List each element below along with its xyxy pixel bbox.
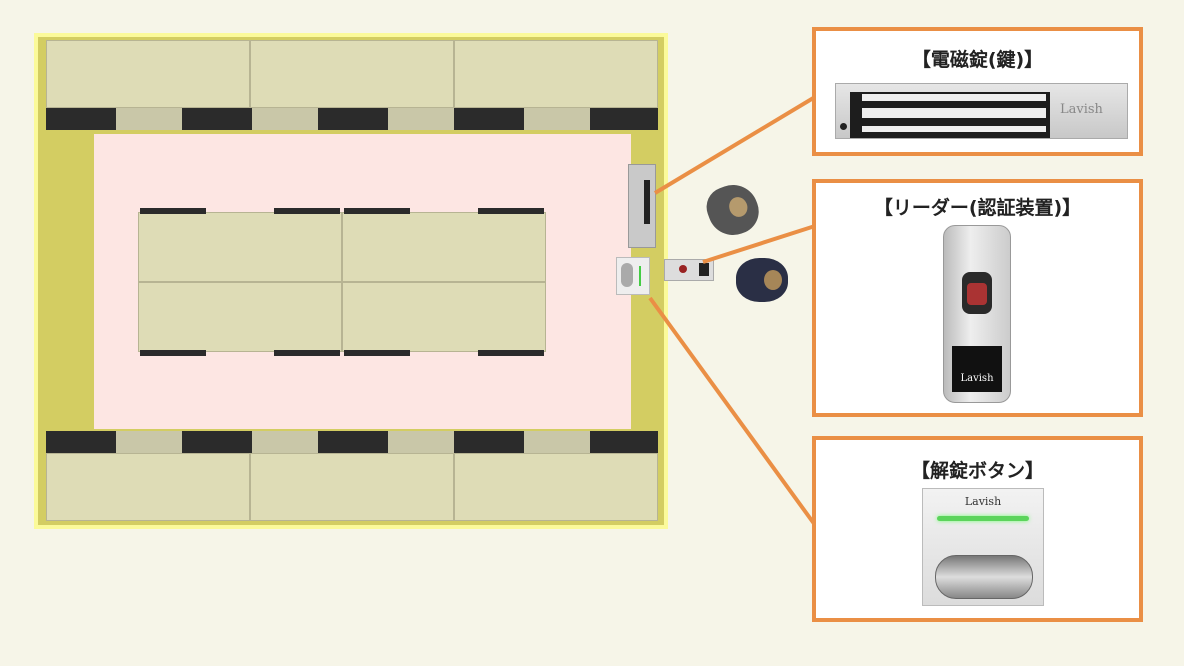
chair [344, 350, 410, 356]
brand-label: Lavish [952, 346, 1002, 392]
reader-on-wall [664, 259, 714, 281]
desk [454, 40, 658, 108]
callout-unlock-button: 【解錠ボタン】 Lavish [812, 436, 1143, 622]
chair [274, 208, 340, 214]
magnetic-lock-on-door [644, 180, 650, 224]
door [628, 164, 656, 248]
desk [250, 40, 454, 108]
chairs-row [46, 108, 658, 130]
desk [46, 453, 250, 521]
chair [478, 350, 544, 356]
desk [46, 40, 250, 108]
chair [274, 350, 340, 356]
connector-line-button [648, 296, 817, 527]
callout-magnetic-lock: 【電磁錠(鍵)】 Lavish [812, 27, 1143, 156]
status-led [937, 516, 1029, 521]
desk [250, 453, 454, 521]
connector-line-lock [653, 95, 817, 195]
brand-label: Lavish [1060, 102, 1103, 117]
push-button [935, 555, 1033, 599]
reader-image: Lavish [943, 225, 1011, 403]
table [138, 282, 342, 352]
chair [344, 208, 410, 214]
table [138, 212, 342, 282]
callout-title: 【リーダー(認証装置)】 [873, 197, 1082, 219]
desk [454, 453, 658, 521]
chairs-row [46, 431, 658, 453]
person-icon [736, 258, 788, 302]
callout-reader: 【リーダー(認証装置)】 Lavish [812, 179, 1143, 417]
chair [478, 208, 544, 214]
unlock-button-image: Lavish [922, 488, 1044, 606]
chair [140, 350, 206, 356]
magnetic-lock-image: Lavish [835, 83, 1128, 139]
office-floor-plan [34, 33, 668, 529]
unlock-button-on-wall [616, 257, 650, 295]
connector-line-reader [702, 224, 816, 264]
callout-title: 【電磁錠(鍵)】 [911, 49, 1044, 71]
chair [140, 208, 206, 214]
table [342, 212, 546, 282]
callout-title: 【解錠ボタン】 [910, 460, 1044, 482]
brand-label: Lavish [964, 495, 1002, 508]
table [342, 282, 546, 352]
